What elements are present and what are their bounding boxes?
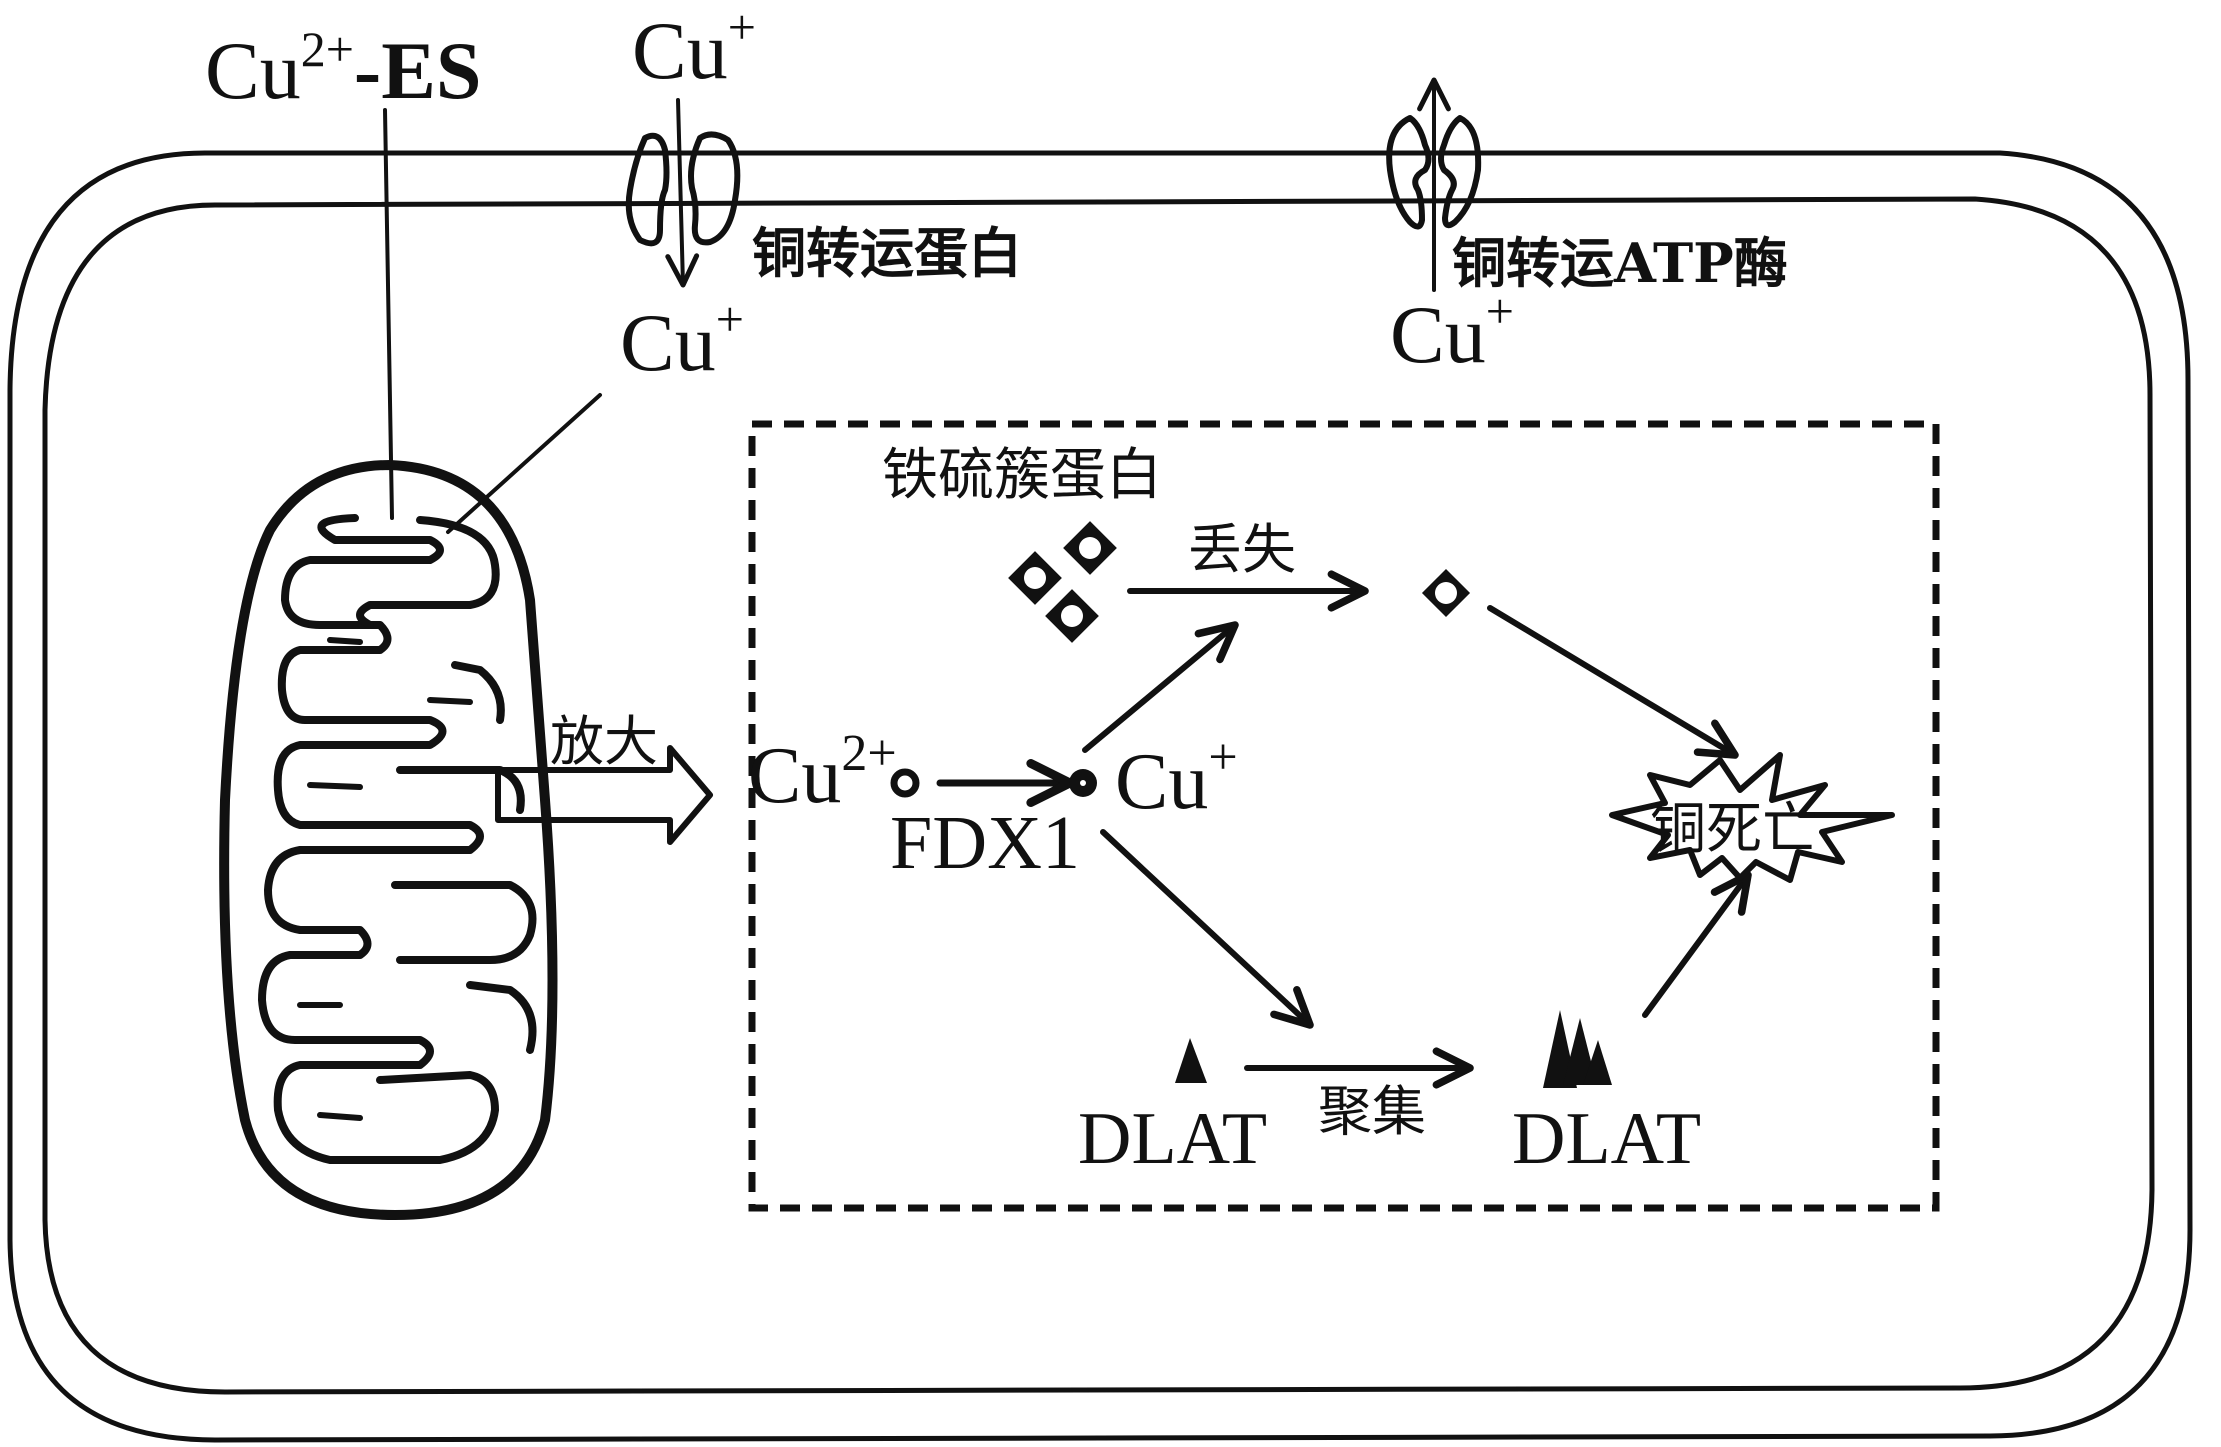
svg-text:Cu2+: Cu2+ [748, 725, 897, 820]
cuproptosis-label: 铜死亡 [1650, 797, 1818, 862]
svg-text:Cu+: Cu+ [632, 0, 756, 96]
dlat-left-label: DLAT [1078, 1098, 1267, 1180]
cell-membrane-inner [42, 196, 2155, 1395]
svg-text:Cu+: Cu+ [1390, 283, 1514, 380]
svg-text:Cu2+-ES: Cu2+-ES [205, 21, 482, 116]
fe-s-single-icon [1421, 568, 1471, 618]
copper-transporter-label: 铜转运蛋白 [752, 221, 1022, 285]
inset-dashed-box [748, 420, 1940, 1212]
copper-atpase-label: 铜转运ATP酶 [1452, 231, 1788, 295]
cu2-inset-label: Cu2+ [748, 725, 897, 820]
dlat-to-death-arrow [1642, 871, 1752, 1018]
import-arrow [665, 98, 700, 288]
copper-transporter-protein [625, 131, 741, 247]
cu-plus-pointer-line [446, 393, 602, 534]
dlat-right-label: DLAT [1512, 1098, 1701, 1180]
zoom-arrow [495, 745, 713, 845]
cu-to-dlat-arrow [1100, 829, 1314, 1029]
dlat-aggregate-icon [1543, 1010, 1612, 1088]
zoom-arrow-label: 放大 [550, 710, 658, 773]
fe-s-to-death-arrow [1487, 605, 1739, 759]
fe-s-cluster-label: 铁硫簇蛋白 [882, 443, 1162, 508]
fdx1-label: FDX1 [890, 801, 1080, 885]
fe-s-cluster-icon [1008, 521, 1117, 643]
mitochondrion-outer-membrane [219, 460, 558, 1220]
cu2-es-label: Cu2+-ES [205, 21, 482, 116]
mitochondrion [219, 460, 558, 1220]
loss-label: 丢失 [1188, 518, 1296, 581]
cu1-inset-label: Cu+ [1115, 729, 1238, 826]
cuproptosis-burst-icon [1609, 752, 1895, 883]
svg-text:Cu+: Cu+ [1115, 729, 1238, 826]
cu-plus-outside-label: Cu+ [632, 0, 756, 96]
cell-membrane-outer [7, 150, 2193, 1443]
svg-text:Cu+: Cu+ [620, 291, 744, 388]
aggregation-label: 聚集 [1318, 1080, 1426, 1143]
copper-atpase-protein [1386, 115, 1482, 230]
mitochondrion-cristae [258, 514, 499, 1164]
cu2-es-pointer-line [383, 108, 394, 520]
cu1-ion-highlight [1080, 780, 1086, 786]
cu-plus-efflux-label: Cu+ [1390, 283, 1514, 380]
cu-plus-cytosol-label: Cu+ [620, 291, 744, 388]
dlat-monomer-icon [1175, 1038, 1207, 1083]
cu2-ion-icon [890, 768, 920, 798]
cu-to-fe-s-loss-arrow [1082, 621, 1239, 753]
